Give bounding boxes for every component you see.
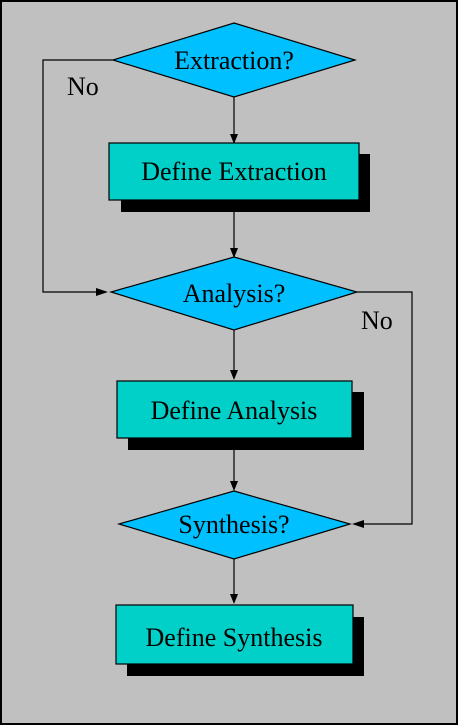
analysis-no-label: No: [361, 306, 393, 335]
define-synthesis-node: Define Synthesis: [115, 604, 364, 676]
arrowhead: [352, 520, 364, 528]
extraction-no-label: No: [67, 72, 99, 101]
arrowhead: [96, 288, 108, 296]
synthesis-decision-label: Synthesis?: [178, 510, 289, 539]
define-analysis-label: Define Analysis: [151, 396, 318, 425]
arrowhead: [230, 370, 238, 380]
edge-extraction-no-to-analysis: [42, 59, 113, 293]
extraction-decision-label: Extraction?: [174, 46, 294, 75]
define-extraction-node: Define Extraction: [108, 142, 370, 212]
arrowhead: [230, 248, 238, 258]
arrowhead: [230, 594, 238, 604]
define-analysis-node: Define Analysis: [116, 380, 364, 450]
analysis-decision-label: Analysis?: [183, 279, 286, 308]
edge-analysis-no-to-synthesis: [357, 291, 413, 525]
arrowhead: [230, 481, 238, 491]
analysis-decision-node: Analysis?: [108, 256, 360, 331]
define-synthesis-label: Define Synthesis: [146, 623, 323, 652]
arrowhead: [230, 134, 238, 144]
define-extraction-label: Define Extraction: [141, 157, 327, 186]
extraction-decision-node: Extraction?: [110, 22, 358, 98]
synthesis-decision-node: Synthesis?: [116, 490, 353, 560]
